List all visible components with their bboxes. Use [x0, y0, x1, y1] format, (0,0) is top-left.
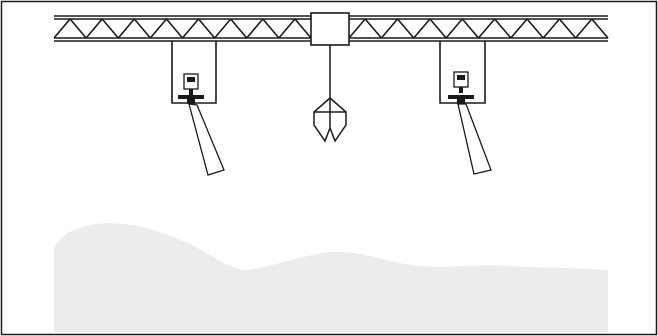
truss-diagonal — [149, 18, 168, 39]
truss-diagonal — [197, 18, 216, 39]
truss-diagonal — [429, 18, 447, 39]
grab-bucket — [313, 45, 347, 143]
bulk-material-pile — [54, 223, 608, 332]
truss-diagonal — [510, 18, 528, 39]
truss-diagonal — [165, 18, 184, 39]
trolley-box — [310, 12, 350, 46]
truss-zigzag — [53, 18, 609, 39]
truss-diagonal — [542, 18, 561, 39]
truss-diagonal — [53, 18, 71, 39]
truss-diagonal — [69, 18, 87, 39]
truss-diagonal — [230, 18, 248, 39]
truss-diagonal — [526, 18, 544, 39]
truss-diagonal — [214, 18, 232, 39]
truss-diagonal — [575, 18, 593, 39]
truss-girder — [53, 15, 609, 42]
right-radar-beam — [457, 103, 492, 175]
truss-diagonal — [133, 18, 151, 39]
left-radar-beam — [188, 103, 225, 176]
truss-diagonal — [278, 18, 296, 39]
truss-diagonal — [445, 18, 463, 39]
truss-diagonal — [246, 18, 264, 39]
truss-diagonal — [262, 18, 280, 39]
truss-diagonal — [380, 18, 399, 39]
truss-diagonal — [591, 18, 609, 39]
left-radar-sensor — [178, 73, 204, 104]
truss-diagonal — [364, 18, 382, 39]
truss-diagonal — [494, 18, 512, 39]
truss-diagonal — [477, 18, 496, 39]
truss-diagonal — [101, 18, 119, 39]
truss-diagonal — [181, 18, 200, 39]
left-sensor-hanger — [171, 41, 217, 104]
right-radar-sensor — [448, 71, 474, 104]
truss-diagonal — [117, 18, 135, 39]
truss-diagonal — [413, 18, 431, 39]
truss-diagonal — [461, 18, 480, 39]
truss-diagonal — [396, 18, 415, 39]
truss-diagonal — [348, 18, 366, 39]
truss-diagonal — [85, 18, 103, 39]
truss-diagonal — [294, 18, 312, 39]
truss-diagonal — [558, 18, 577, 39]
